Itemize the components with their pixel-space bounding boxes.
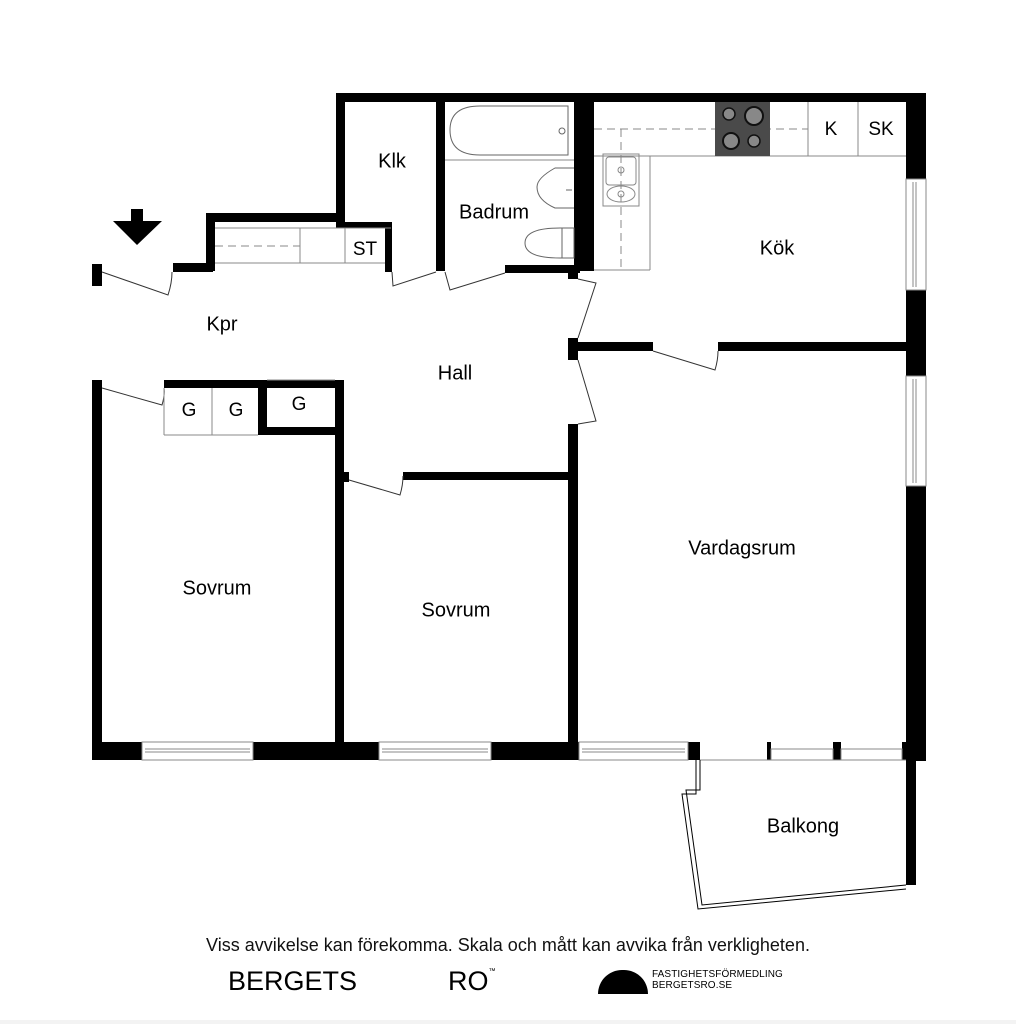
bathtub-icon: [449, 105, 569, 156]
balcony-outline: [681, 760, 907, 910]
brand-logo-ro: RO™: [448, 966, 496, 997]
trademark-symbol: ™: [488, 968, 496, 975]
room-label-hall: Hall: [437, 362, 473, 385]
agency-name: FASTIGHETSFÖRMEDLING BERGETSRO.SE: [652, 969, 783, 991]
sink-icon: [602, 153, 640, 207]
fixture-label-st: ST: [352, 239, 378, 260]
stove-icon: [715, 102, 770, 156]
windows: [141, 178, 927, 761]
agency-line-2: BERGETSRO.SE: [652, 980, 733, 991]
fixture-label-g-3: G: [291, 394, 307, 415]
room-label-sovrum-2: Sovrum: [421, 599, 491, 622]
room-label-klk: Klk: [378, 150, 406, 173]
washbasin-icon: [536, 167, 574, 209]
fixture-label-k: K: [824, 119, 838, 140]
disclaimer-text: Viss avvikelse kan förekomma. Skala och …: [206, 935, 810, 955]
agency-line-1: FASTIGHETSFÖRMEDLING: [652, 969, 783, 980]
bottom-border: [0, 1020, 1016, 1024]
fixture-label-g-2: G: [228, 400, 244, 421]
room-label-sovrum-1: Sovrum: [182, 577, 252, 600]
fixture-label-sk: SK: [868, 119, 894, 140]
brand-logo-bergets: BERGETS: [228, 966, 358, 996]
room-label-balkong: Balkong: [766, 815, 840, 838]
room-label-badrum: Badrum: [458, 201, 530, 224]
entrance-arrow-icon: [113, 209, 162, 245]
room-label-kok: Kök: [759, 237, 795, 260]
room-label-kpr: Kpr: [206, 313, 238, 336]
fixture-label-g-1: G: [181, 400, 197, 421]
brand-ro-text: RO: [448, 966, 489, 996]
counter-lines: [163, 102, 906, 436]
toilet-icon: [524, 227, 575, 259]
walls: [92, 93, 926, 885]
room-label-vardagsrum: Vardagsrum: [688, 537, 796, 560]
